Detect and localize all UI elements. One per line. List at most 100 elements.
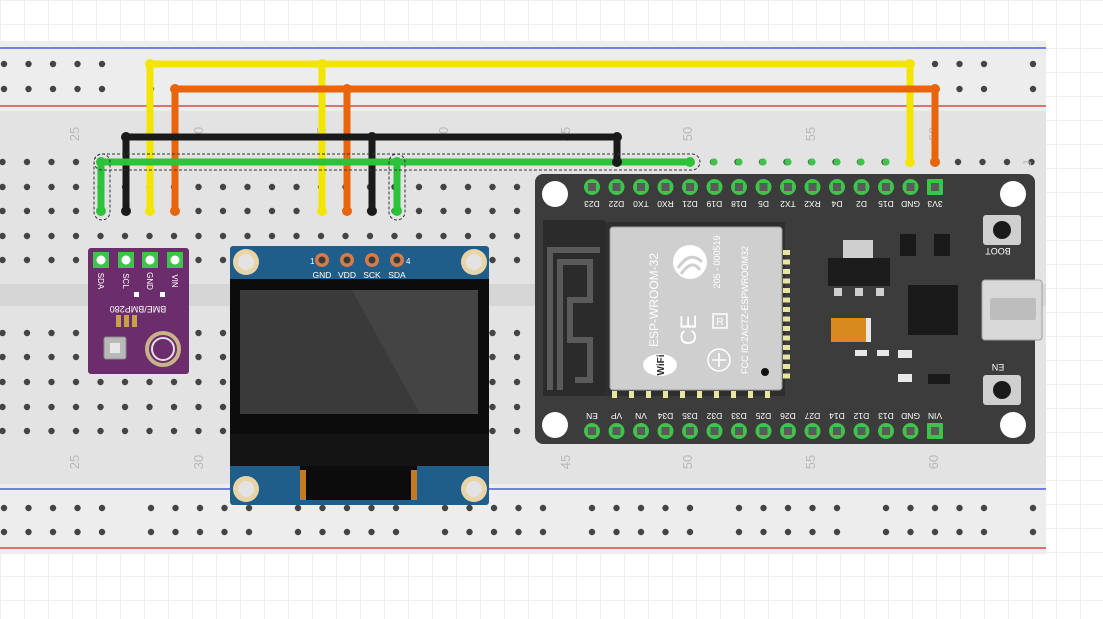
breadboard-hole[interactable] <box>219 207 227 215</box>
rail-hole[interactable] <box>980 528 988 536</box>
breadboard-hole[interactable] <box>219 232 227 240</box>
rail-hole[interactable] <box>931 60 939 68</box>
rail-hole[interactable] <box>539 528 547 536</box>
wire-endpoint[interactable] <box>342 206 352 216</box>
breadboard-hole[interactable] <box>72 158 80 166</box>
breadboard-hole[interactable] <box>293 232 300 240</box>
breadboard-hole[interactable] <box>268 207 276 215</box>
breadboard-hole[interactable] <box>195 378 202 386</box>
breadboard-hole[interactable] <box>48 329 55 337</box>
breadboard-hole[interactable] <box>72 183 80 191</box>
rail-hole[interactable] <box>980 60 988 68</box>
breadboard-hole[interactable] <box>146 427 153 435</box>
breadboard-hole[interactable] <box>121 403 129 411</box>
breadboard-hole[interactable] <box>170 427 178 435</box>
breadboard-hole[interactable] <box>489 353 496 361</box>
rail-hole[interactable] <box>809 528 816 536</box>
wire-endpoint[interactable] <box>121 206 131 216</box>
breadboard-hole[interactable] <box>97 403 104 411</box>
rail-hole[interactable] <box>74 528 81 536</box>
rail-hole[interactable] <box>613 528 620 536</box>
breadboard-hole[interactable] <box>72 427 80 435</box>
rail-hole[interactable] <box>196 528 204 536</box>
rail-hole[interactable] <box>25 85 32 93</box>
rail-hole[interactable] <box>490 528 498 536</box>
breadboard-hole[interactable] <box>1028 158 1035 166</box>
breadboard-hole[interactable] <box>0 329 6 337</box>
breadboard-hole[interactable] <box>513 329 521 337</box>
rail-hole[interactable] <box>98 60 106 68</box>
breadboard-hole[interactable] <box>195 207 202 215</box>
esp32-board[interactable]: ESP-WROOM-32 205 - 000519 FCC ID:2AC7Z-E… <box>535 174 1043 444</box>
breadboard-hole[interactable] <box>72 207 80 215</box>
breadboard-hole[interactable] <box>121 232 129 240</box>
breadboard-hole[interactable] <box>23 158 31 166</box>
breadboard-hole[interactable] <box>72 256 80 264</box>
wire-endpoint[interactable] <box>612 132 622 142</box>
rail-hole[interactable] <box>686 528 694 536</box>
breadboard-hole[interactable] <box>268 183 276 191</box>
breadboard-hole[interactable] <box>23 427 31 435</box>
breadboard-hole[interactable] <box>72 378 80 386</box>
wire-endpoint[interactable] <box>96 157 106 167</box>
breadboard-hole[interactable] <box>48 427 55 435</box>
breadboard-hole[interactable] <box>513 378 521 386</box>
rail-hole[interactable] <box>784 528 792 536</box>
breadboard-hole[interactable] <box>97 378 104 386</box>
rail-hole[interactable] <box>196 504 204 512</box>
breadboard-hole[interactable] <box>72 232 80 240</box>
breadboard-hole[interactable] <box>244 207 251 215</box>
breadboard-hole[interactable] <box>219 427 227 435</box>
wire-endpoint[interactable] <box>905 157 915 167</box>
breadboard-hole[interactable] <box>0 353 6 361</box>
rail-hole[interactable] <box>245 504 253 512</box>
rail-hole[interactable] <box>221 504 228 512</box>
rail-hole[interactable] <box>368 504 375 512</box>
breadboard-hole[interactable] <box>195 256 202 264</box>
breadboard-hole[interactable] <box>1003 158 1011 166</box>
rail-hole[interactable] <box>637 504 645 512</box>
wire-endpoint[interactable] <box>367 132 377 142</box>
breadboard-hole[interactable] <box>219 183 227 191</box>
breadboard-hole[interactable] <box>513 427 521 435</box>
breadboard-hole[interactable] <box>268 232 276 240</box>
rail-hole[interactable] <box>319 528 326 536</box>
breadboard-hole[interactable] <box>0 403 6 411</box>
wire-endpoint[interactable] <box>685 157 695 167</box>
rail-hole[interactable] <box>49 528 57 536</box>
breadboard-hole[interactable] <box>48 353 55 361</box>
wire-endpoint[interactable] <box>342 84 352 94</box>
breadboard-hole[interactable] <box>317 232 325 240</box>
rail-hole[interactable] <box>466 504 473 512</box>
breadboard-hole[interactable] <box>0 232 6 240</box>
rail-hole[interactable] <box>98 85 106 93</box>
rail-hole[interactable] <box>74 85 81 93</box>
breadboard-hole[interactable] <box>97 232 104 240</box>
wire-endpoint[interactable] <box>121 132 131 142</box>
rail-hole[interactable] <box>662 504 669 512</box>
breadboard-hole[interactable] <box>72 353 80 361</box>
breadboard-hole[interactable] <box>489 183 496 191</box>
breadboard-hole[interactable] <box>121 378 129 386</box>
breadboard-hole[interactable] <box>72 329 80 337</box>
wire-endpoint[interactable] <box>930 157 940 167</box>
breadboard-hole[interactable] <box>195 183 202 191</box>
rail-hole[interactable] <box>515 504 522 512</box>
rail-hole[interactable] <box>25 528 32 536</box>
breadboard-hole[interactable] <box>0 427 6 435</box>
breadboard-hole[interactable] <box>170 232 178 240</box>
breadboard-hole[interactable] <box>146 232 153 240</box>
rail-hole[interactable] <box>98 504 106 512</box>
rail-hole[interactable] <box>172 504 179 512</box>
rail-hole[interactable] <box>956 60 963 68</box>
breadboard-hole[interactable] <box>513 256 521 264</box>
rail-hole[interactable] <box>907 504 914 512</box>
rail-hole[interactable] <box>343 504 351 512</box>
breadboard-hole[interactable] <box>513 403 521 411</box>
rail-hole[interactable] <box>49 85 57 93</box>
breadboard-hole[interactable] <box>23 207 31 215</box>
wire-endpoint[interactable] <box>905 59 915 69</box>
rail-hole[interactable] <box>25 60 32 68</box>
